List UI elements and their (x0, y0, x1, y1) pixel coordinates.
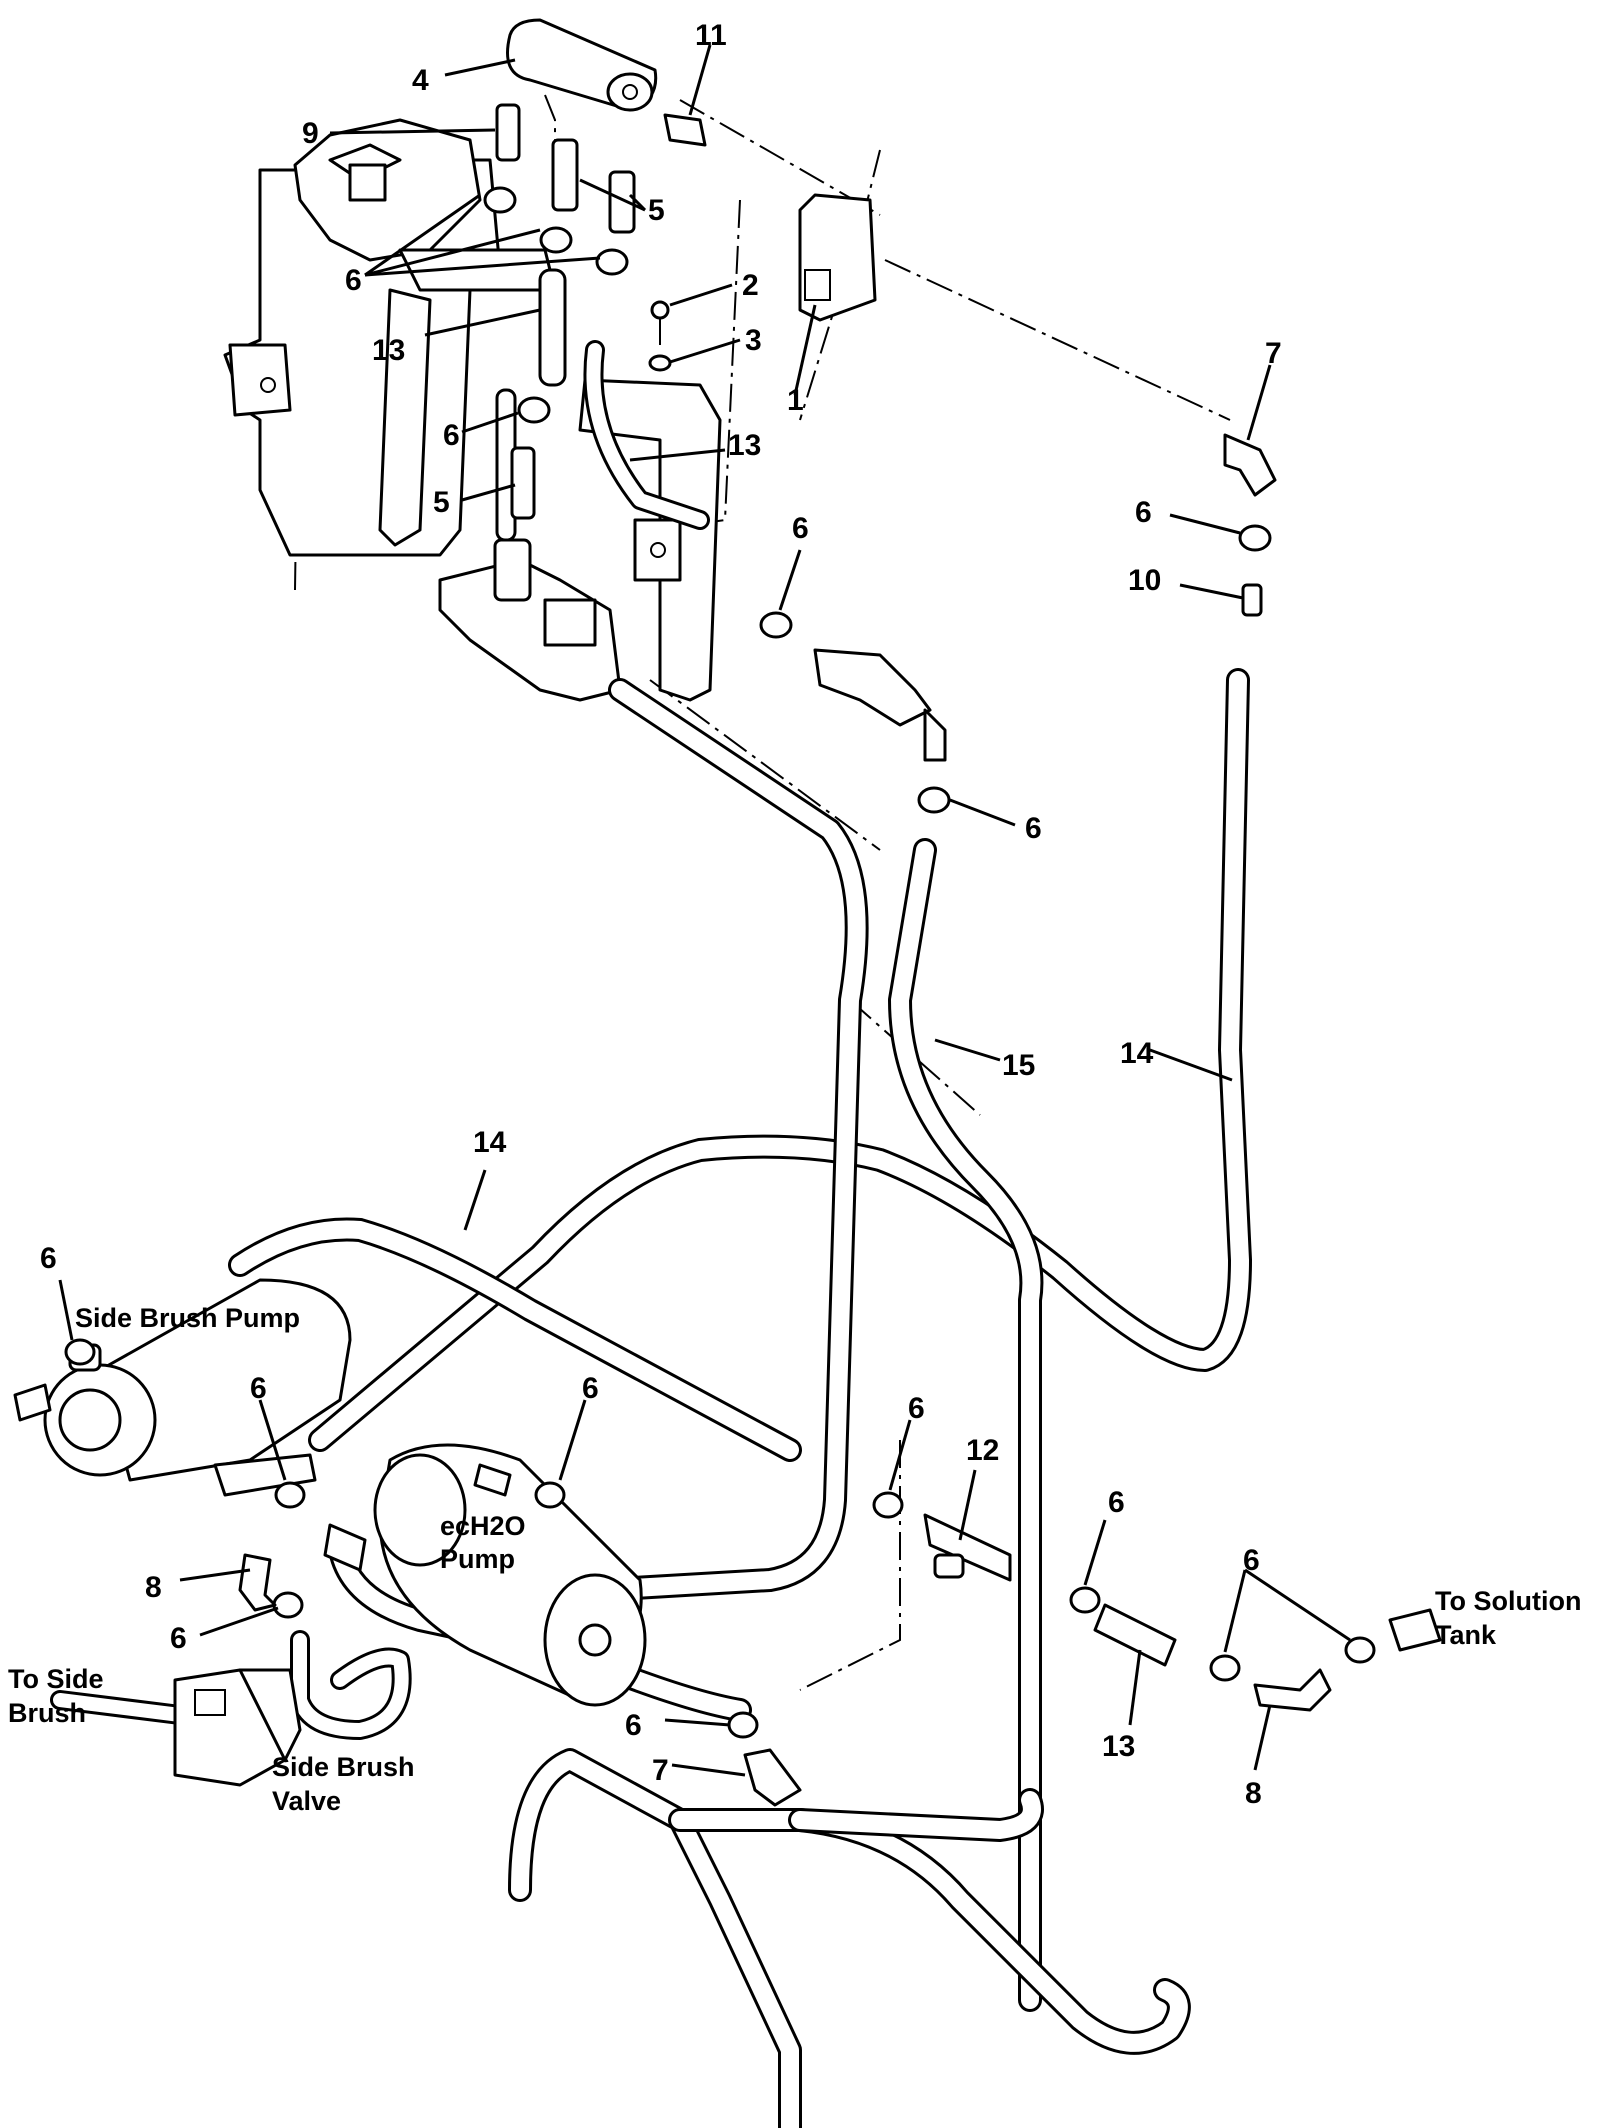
callout-6: 6 (40, 1242, 57, 1275)
label-side-brush-pump: Side Brush Pump (75, 1303, 300, 1333)
callout-3: 3 (745, 324, 762, 357)
lower-fittings (64, 1338, 1442, 1807)
leader-lines (58, 44, 1351, 1777)
label-to-solution-tank-line2: Tank (1435, 1620, 1497, 1650)
ech2o-pump (323, 1443, 647, 1707)
callout-6: 6 (250, 1372, 267, 1405)
callout-1: 1 (787, 384, 804, 417)
callout-6: 6 (582, 1372, 599, 1405)
callout-13: 13 (1102, 1730, 1135, 1763)
callout-6: 6 (792, 512, 809, 545)
label-side-brush-valve-line1: Side Brush (272, 1752, 415, 1782)
label-to-solution-tank-line1: To Solution (1435, 1586, 1581, 1616)
callout-6: 6 (1135, 496, 1152, 529)
callout-7: 7 (652, 1754, 669, 1787)
callout-13: 13 (728, 429, 761, 462)
callout-14: 14 (1120, 1037, 1154, 1070)
callout-4: 4 (412, 64, 429, 97)
label-side-brush-valve-line2: Valve (272, 1786, 341, 1816)
callout-6: 6 (1108, 1486, 1125, 1519)
callout-6: 6 (170, 1622, 187, 1655)
callout-12: 12 (966, 1434, 999, 1467)
callout-7: 7 (1265, 337, 1282, 370)
callout-2: 2 (742, 269, 759, 302)
callout-9: 9 (302, 117, 319, 150)
label-to-side-brush-line1: To Side (8, 1664, 104, 1694)
callout-6: 6 (443, 419, 460, 452)
callout-numbers: 4 11 9 5 6 2 13 3 1 6 13 5 7 6 10 6 6 15… (40, 19, 1282, 1810)
callout-13: 13 (372, 334, 405, 367)
callout-6: 6 (345, 264, 362, 297)
callout-8: 8 (145, 1571, 162, 1604)
callout-11: 11 (695, 19, 727, 52)
callout-6: 6 (1243, 1544, 1260, 1577)
callout-10: 10 (1128, 564, 1161, 597)
callout-8: 8 (1245, 1777, 1262, 1810)
label-ech2o-pump-line2: Pump (440, 1544, 515, 1574)
callout-5: 5 (648, 194, 665, 227)
label-ech2o-pump-line1: ecH2O (440, 1511, 526, 1541)
callout-15: 15 (1002, 1049, 1035, 1082)
component-labels: Side Brush Pump ecH2O Pump To Side Brush… (8, 1303, 1581, 1816)
side-brush-valve (173, 1668, 302, 1787)
callout-6: 6 (1025, 812, 1042, 845)
upper-fittings (438, 18, 1277, 814)
callout-14: 14 (473, 1126, 507, 1159)
callout-5: 5 (433, 486, 450, 519)
callout-6: 6 (908, 1392, 925, 1425)
label-to-side-brush-line2: Brush (8, 1698, 86, 1728)
callout-6: 6 (625, 1709, 642, 1742)
